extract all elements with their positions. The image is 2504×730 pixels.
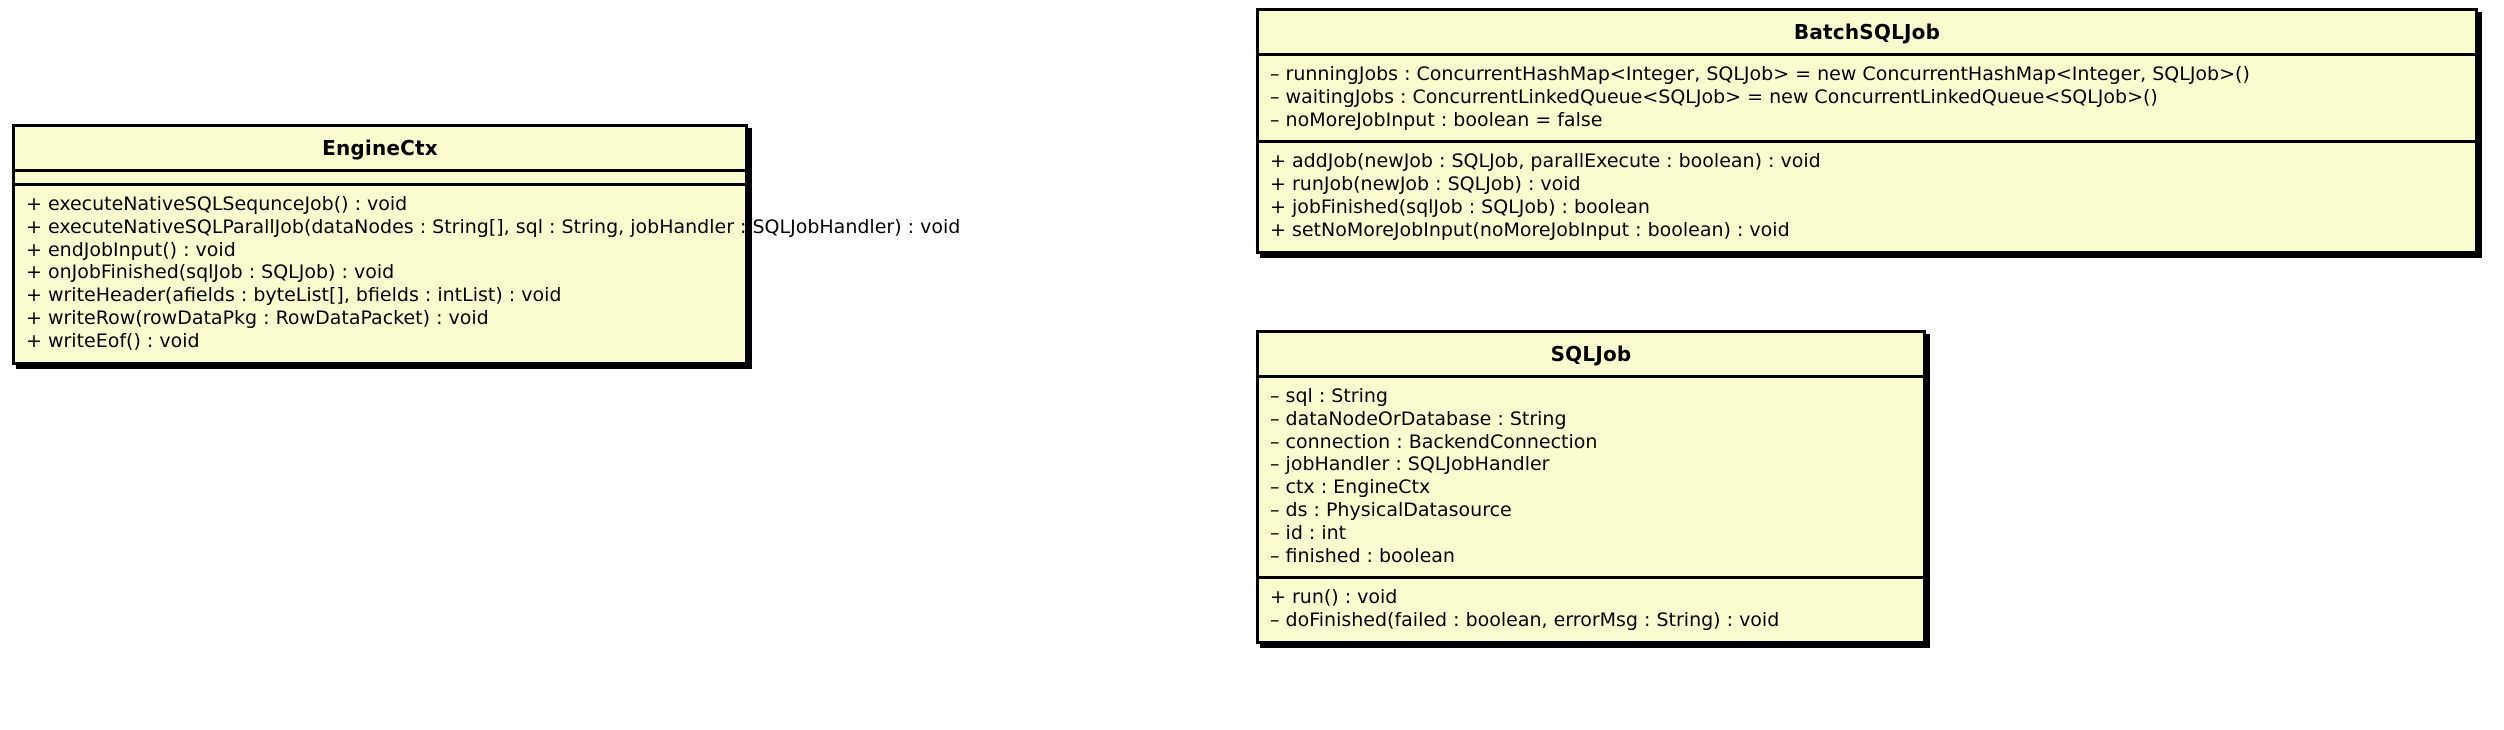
uml-class-batch-sql-job[interactable]: BatchSQLJob – runningJobs : ConcurrentHa… (1256, 8, 2478, 254)
uml-class-engine-ctx[interactable]: EngineCtx + executeNativeSQLSequnceJob()… (12, 124, 961, 365)
uml-class-sql-job[interactable]: SQLJob – sql : String – dataNodeOrDataba… (1256, 330, 1926, 644)
class-name-engine-ctx: EngineCtx (322, 136, 438, 160)
operation-item: + endJobInput() : void (26, 238, 236, 261)
operation-item: + onJobFinished(sqlJob : SQLJob) : void (26, 261, 395, 284)
attribute-item: – finished : boolean (1270, 544, 1455, 567)
operation-item: + runJob(newJob : SQLJob) : void (1270, 173, 1581, 196)
compartment-divider (1259, 53, 2475, 56)
operation-item: + executeNativeSQLSequnceJob() : void (26, 193, 408, 215)
attributes-compartment-sql-job: – sql : String – dataNodeOrDatabase : St… (1259, 378, 1923, 576)
attribute-item: – sql : String (1270, 385, 1388, 407)
operations-compartment-engine-ctx: + executeNativeSQLSequnceJob() : void + … (15, 186, 961, 362)
attribute-item: – connection : BackendConnection (1270, 430, 1598, 453)
operation-item: + jobFinished(sqlJob : SQLJob) : boolean (1270, 195, 1650, 218)
operation-item: + setNoMoreJobInput(noMoreJobInput : boo… (1270, 218, 1790, 241)
attribute-item: – jobHandler : SQLJobHandler (1270, 453, 1550, 476)
attribute-item: – ds : PhysicalDatasource (1270, 498, 1512, 521)
operation-item: + writeEof() : void (26, 329, 200, 352)
operations-compartment-batch-sql-job: + addJob(newJob : SQLJob, parallExecute … (1259, 143, 2475, 250)
attribute-item: – id : int (1270, 521, 1347, 544)
compartment-divider (15, 169, 745, 172)
attribute-item: – ctx : EngineCtx (1270, 476, 1431, 499)
attribute-item: – runningJobs : ConcurrentHashMap<Intege… (1270, 63, 2250, 85)
operations-compartment-sql-job: + run() : void – doFinished(failed : boo… (1259, 579, 1923, 641)
compartment-divider (1259, 375, 1923, 378)
attributes-compartment-engine-ctx (15, 172, 745, 183)
operation-item: + writeRow(rowDataPkg : RowDataPacket) :… (26, 306, 489, 329)
operation-item: + executeNativeSQLParallJob(dataNodes : … (26, 215, 961, 238)
compartment-divider (15, 183, 745, 186)
operation-item: + addJob(newJob : SQLJob, parallExecute … (1270, 150, 1821, 173)
attribute-item: – waitingJobs : ConcurrentLinkedQueue<SQ… (1270, 85, 2158, 108)
operation-item: + writeHeader(afields : byteList[], bfie… (26, 284, 562, 307)
class-name-sql-job: SQLJob (1550, 342, 1632, 366)
attribute-item: – dataNodeOrDatabase : String (1270, 407, 1567, 430)
operation-item: – doFinished(failed : boolean, errorMsg … (1270, 609, 1780, 632)
compartment-divider (1259, 576, 1923, 580)
class-name-batch-sql-job: BatchSQLJob (1793, 20, 1941, 44)
attribute-item: – noMoreJobInput : boolean = false (1270, 108, 1603, 131)
compartment-divider (1259, 140, 2475, 144)
attributes-compartment-batch-sql-job: – runningJobs : ConcurrentHashMap<Intege… (1259, 56, 2475, 140)
operation-item: + run() : void (1270, 586, 1398, 609)
